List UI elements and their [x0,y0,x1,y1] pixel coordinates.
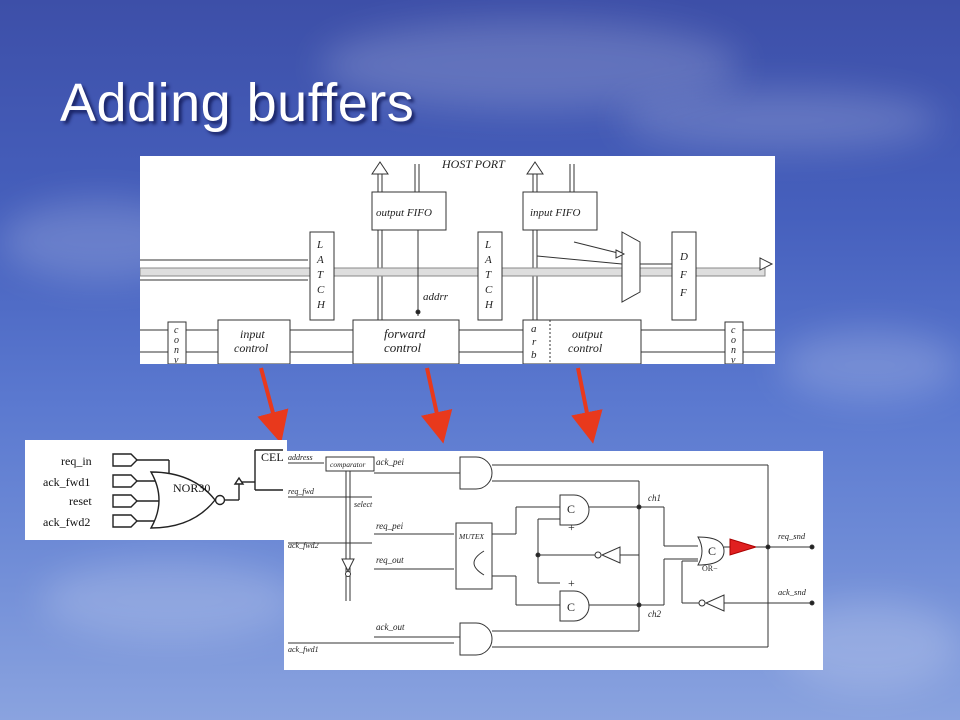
svg-text:F: F [679,287,687,299]
ack-fwd2-label: ack_fwd2 [288,541,319,550]
router-block-diagram: HOST PORT output FIFO input FIFO L A T C… [139,156,775,366]
nor-gate-diagram: req_in ack_fwd1 reset ack_fwd2 NOR30 CEL [25,440,287,540]
svg-text:A: A [484,254,492,266]
svg-text:v: v [731,355,736,364]
svg-text:C: C [485,284,493,296]
inverter-ack-icon [704,594,725,612]
svg-text:A: A [316,254,324,266]
output-control-line1: output [572,327,603,341]
input-reset: reset [69,494,92,508]
arrow-to-forward [420,367,453,444]
select-buffer-icon [341,558,355,573]
input-fifo-label: input FIFO [530,207,580,219]
svg-text:a: a [531,323,537,335]
nor-gate-label: NOR30 [173,481,210,495]
latch-right-letters: L A T C H [484,239,494,311]
forward-control-line1: forward [384,326,426,341]
svg-text:r: r [532,336,537,348]
addrr-label: addrr [423,291,449,303]
host-port-label: HOST PORT [441,157,506,171]
input-ack-fwd2: ack_fwd2 [43,515,90,529]
and-gate-bottom-icon [459,622,493,656]
input-req-in: req_in [61,454,92,468]
input-control-line2: control [234,341,269,355]
c-right-label: C [708,544,716,558]
conv-left-letters: c o n v [174,325,179,366]
c-upper-label: C [567,502,575,516]
input-ack-fwd1: ack_fwd1 [43,475,90,489]
svg-text:L: L [484,239,491,251]
output-control-line2: control [568,341,603,355]
svg-text:b: b [531,349,537,361]
nor-gate-icon [149,471,216,529]
ack-snd-label: ack_snd [778,587,807,597]
address-label: address [288,453,313,462]
svg-text:L: L [316,239,323,251]
svg-text:o: o [174,335,179,346]
cel-label: CEL [261,450,284,464]
svg-text:n: n [174,345,179,356]
req-out-label: req_out [376,555,404,565]
circuit-diagram: address comparator req_fwd select ack_fw… [284,451,823,670]
svg-text:D: D [679,251,688,263]
ack-out-label: ack_out [376,622,405,632]
req-pei-label: req_pei [376,521,404,531]
or-c-element-icon [697,536,725,566]
svg-text:n: n [731,345,736,356]
inverter-mid-icon [600,546,621,564]
svg-text:T: T [317,269,324,281]
svg-text:H: H [316,299,326,311]
arrow-to-gate [257,367,289,444]
svg-text:C: C [317,284,325,296]
output-fifo-label: output FIFO [376,207,432,219]
req-fwd-label: req_fwd [288,487,315,496]
buffer-icon [729,538,758,556]
select-label: select [354,500,373,509]
ack-fwd1-label: ack_fwd1 [288,645,319,654]
and-gate-top-icon [459,456,493,490]
conv-right-letters: c o n v [731,325,736,366]
plus-lower-label: + [568,576,575,590]
forward-control-line2: control [384,340,421,355]
svg-text:o: o [731,335,736,346]
latch-left-letters: L A T C H [316,239,326,311]
arrow-to-output [571,367,603,444]
svg-text:H: H [484,299,494,311]
mutex-label: MUTEX [458,532,484,541]
svg-text:v: v [174,355,179,364]
arb-letters: a r b [531,323,537,361]
ch2-label: ch2 [648,609,661,619]
or-label: OR− [702,564,718,573]
svg-text:c: c [731,325,736,336]
svg-text:T: T [485,269,492,281]
c-element-lower-icon [559,590,590,622]
input-control-line1: input [240,327,265,341]
comparator-label: comparator [330,460,365,469]
plus-upper-label: + [568,520,575,534]
c-element-upper-icon [559,494,590,526]
ch1-label: ch1 [648,493,661,503]
req-snd-label: req_snd [778,531,806,541]
slide-title: Adding buffers [60,73,415,133]
ack-pei-label: ack_pei [376,457,404,467]
c-lower-label: C [567,600,575,614]
svg-text:F: F [679,269,687,281]
dff-letters: D F F [679,251,688,299]
svg-text:c: c [174,325,179,336]
